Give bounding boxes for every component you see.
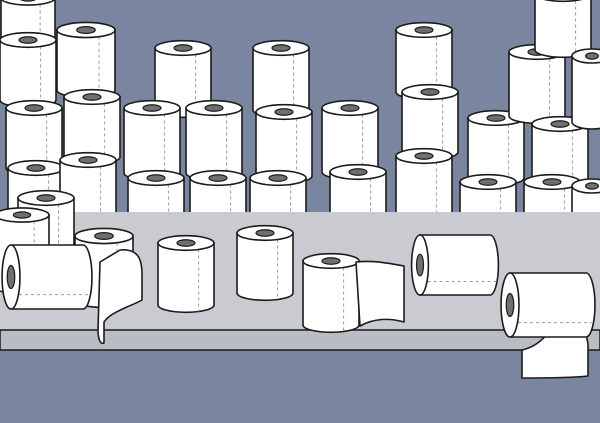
roll-body [534,0,592,59]
roll-core [415,253,425,277]
roll-core [340,104,360,112]
roll-body [571,55,600,130]
roll-core [94,232,114,240]
stacked-roll [255,103,313,185]
roll-core [204,104,224,112]
roll-body [10,244,93,310]
roll-core [505,292,515,318]
roll-core [76,26,96,34]
loose-standing-roll [157,234,215,314]
roll-core [584,182,599,190]
roll-core [414,152,434,160]
stacked-roll [63,88,121,166]
loose-standing-roll [302,252,360,334]
roll-core [12,211,32,219]
lying-roll [1,244,93,310]
roll-core [542,178,562,186]
roll-body [236,232,294,302]
stacked-roll [123,99,181,182]
roll-core [18,36,38,44]
stacked-roll [571,48,600,130]
stacked-roll [0,31,57,109]
shelf-front [0,329,600,351]
roll-body [56,29,116,99]
lying-roll [500,272,596,338]
roll-top [543,0,583,3]
stacked-roll [56,21,116,99]
roll-core [274,108,294,116]
roll-core [348,168,368,176]
stacked-roll [185,99,243,182]
roll-body [0,39,57,109]
roll-core [550,120,570,128]
stacked-roll [154,39,212,119]
roll-core [24,104,44,112]
roll-core [208,174,228,182]
roll-body [508,51,566,125]
roll-core [173,44,193,52]
roll-core [478,178,498,186]
roll-core [176,239,196,247]
lying-roll [410,234,500,296]
roll-body [302,260,360,334]
roll-core [6,264,16,290]
roll-top [1,0,55,6]
roll-core [321,257,341,265]
roll-core [486,114,506,122]
roll-body [157,242,215,314]
roll-body [419,234,500,296]
paper-tail [97,249,143,345]
roll-core [26,164,46,172]
roll-core [584,52,599,60]
roll-core [82,93,102,101]
stacked-roll [401,83,459,161]
roll-core [78,156,98,164]
paper-tail [355,260,405,327]
roll-core [420,88,440,96]
roll-core [255,229,275,237]
roll-core [142,104,162,112]
stacked-roll [467,109,525,187]
loose-standing-roll [236,224,294,302]
stacked-roll [534,0,592,59]
roll-body [123,107,181,182]
roll-body [509,272,596,338]
roll-body [185,107,243,182]
loose-rolls-front [0,189,596,379]
roll-core [36,194,56,202]
roll-core [20,0,36,2]
roll-core [268,174,288,182]
roll-core [271,44,291,52]
roll-core [414,26,434,34]
roll-core [146,174,166,182]
